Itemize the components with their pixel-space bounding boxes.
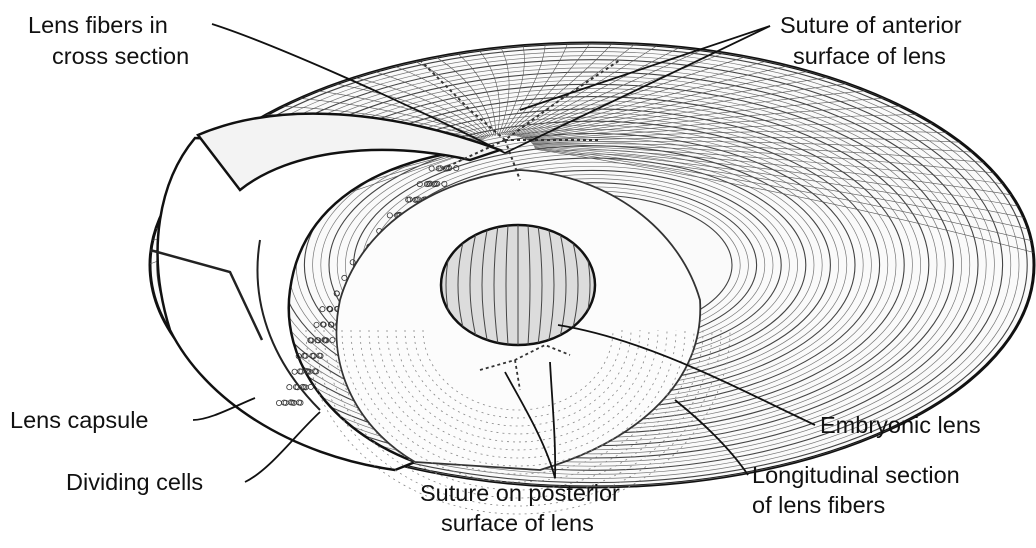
label-dividing-cells: Dividing cells [66,469,203,495]
label-suture-anterior-line2: surface of lens [793,43,946,69]
label-suture-posterior-line1: Suture on posterior [420,480,620,506]
label-suture-anterior-line1: Suture of anterior [780,12,962,38]
label-lens-capsule: Lens capsule [10,407,149,433]
label-embryonic-lens: Embryonic lens [820,412,981,438]
label-longitudinal-section-line2: of lens fibers [752,492,885,518]
label-lens-fibers-line1: Lens fibers in [28,12,168,38]
label-lens-fibers-line2: cross section [52,43,189,69]
label-longitudinal-section-line1: Longitudinal section [752,462,960,488]
label-suture-posterior-line2: surface of lens [441,510,594,536]
